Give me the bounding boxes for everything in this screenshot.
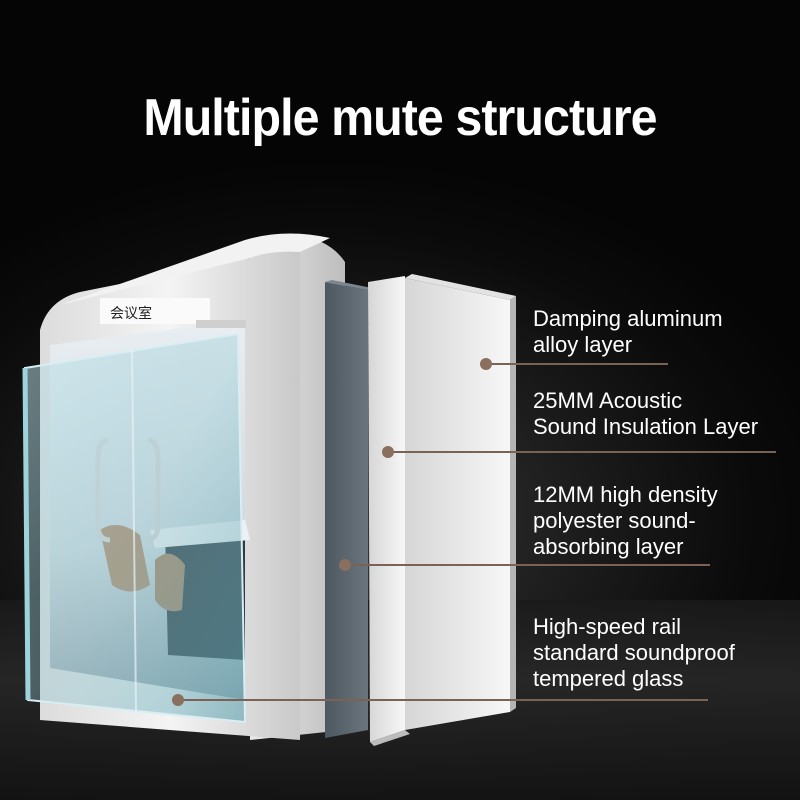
leader-dot-polyester [339,559,351,571]
label-line: standard soundproof [533,640,735,665]
label-acoustic-layer: 25MM Acoustic Sound Insulation Layer [533,388,758,440]
glass-edge [22,367,31,701]
label-line: absorbing layer [533,534,684,559]
pod-sign-text: 会议室 [110,305,152,322]
polyester-absorbing-panel [325,282,368,738]
label-line: alloy layer [533,332,633,357]
label-glass-layer: High-speed rail standard soundproof temp… [533,614,735,692]
leader-dot-acoustic [382,446,394,458]
label-polyester-layer: 12MM high density polyester sound- absor… [533,482,718,560]
leader-dot-aluminum [480,358,492,370]
label-line: 12MM high density [533,482,718,507]
pod-roof [60,233,330,305]
pod-sign-plate [100,298,210,324]
label-line: High-speed rail [533,614,681,639]
leader-dot-glass [172,694,184,706]
label-line: Sound Insulation Layer [533,414,759,439]
acoustic-insulation-panel [368,276,405,742]
label-line: Damping aluminum [533,306,723,331]
label-aluminum-layer: Damping aluminum alloy layer [533,306,723,358]
label-line: 25MM Acoustic [533,388,683,413]
aluminum-alloy-panel [405,278,510,730]
label-line: tempered glass [533,666,684,691]
door-closer [196,320,246,328]
label-line: polyester sound- [533,508,696,533]
headline-title: Multiple mute structure [143,89,657,147]
glass-door-seam [131,349,137,713]
